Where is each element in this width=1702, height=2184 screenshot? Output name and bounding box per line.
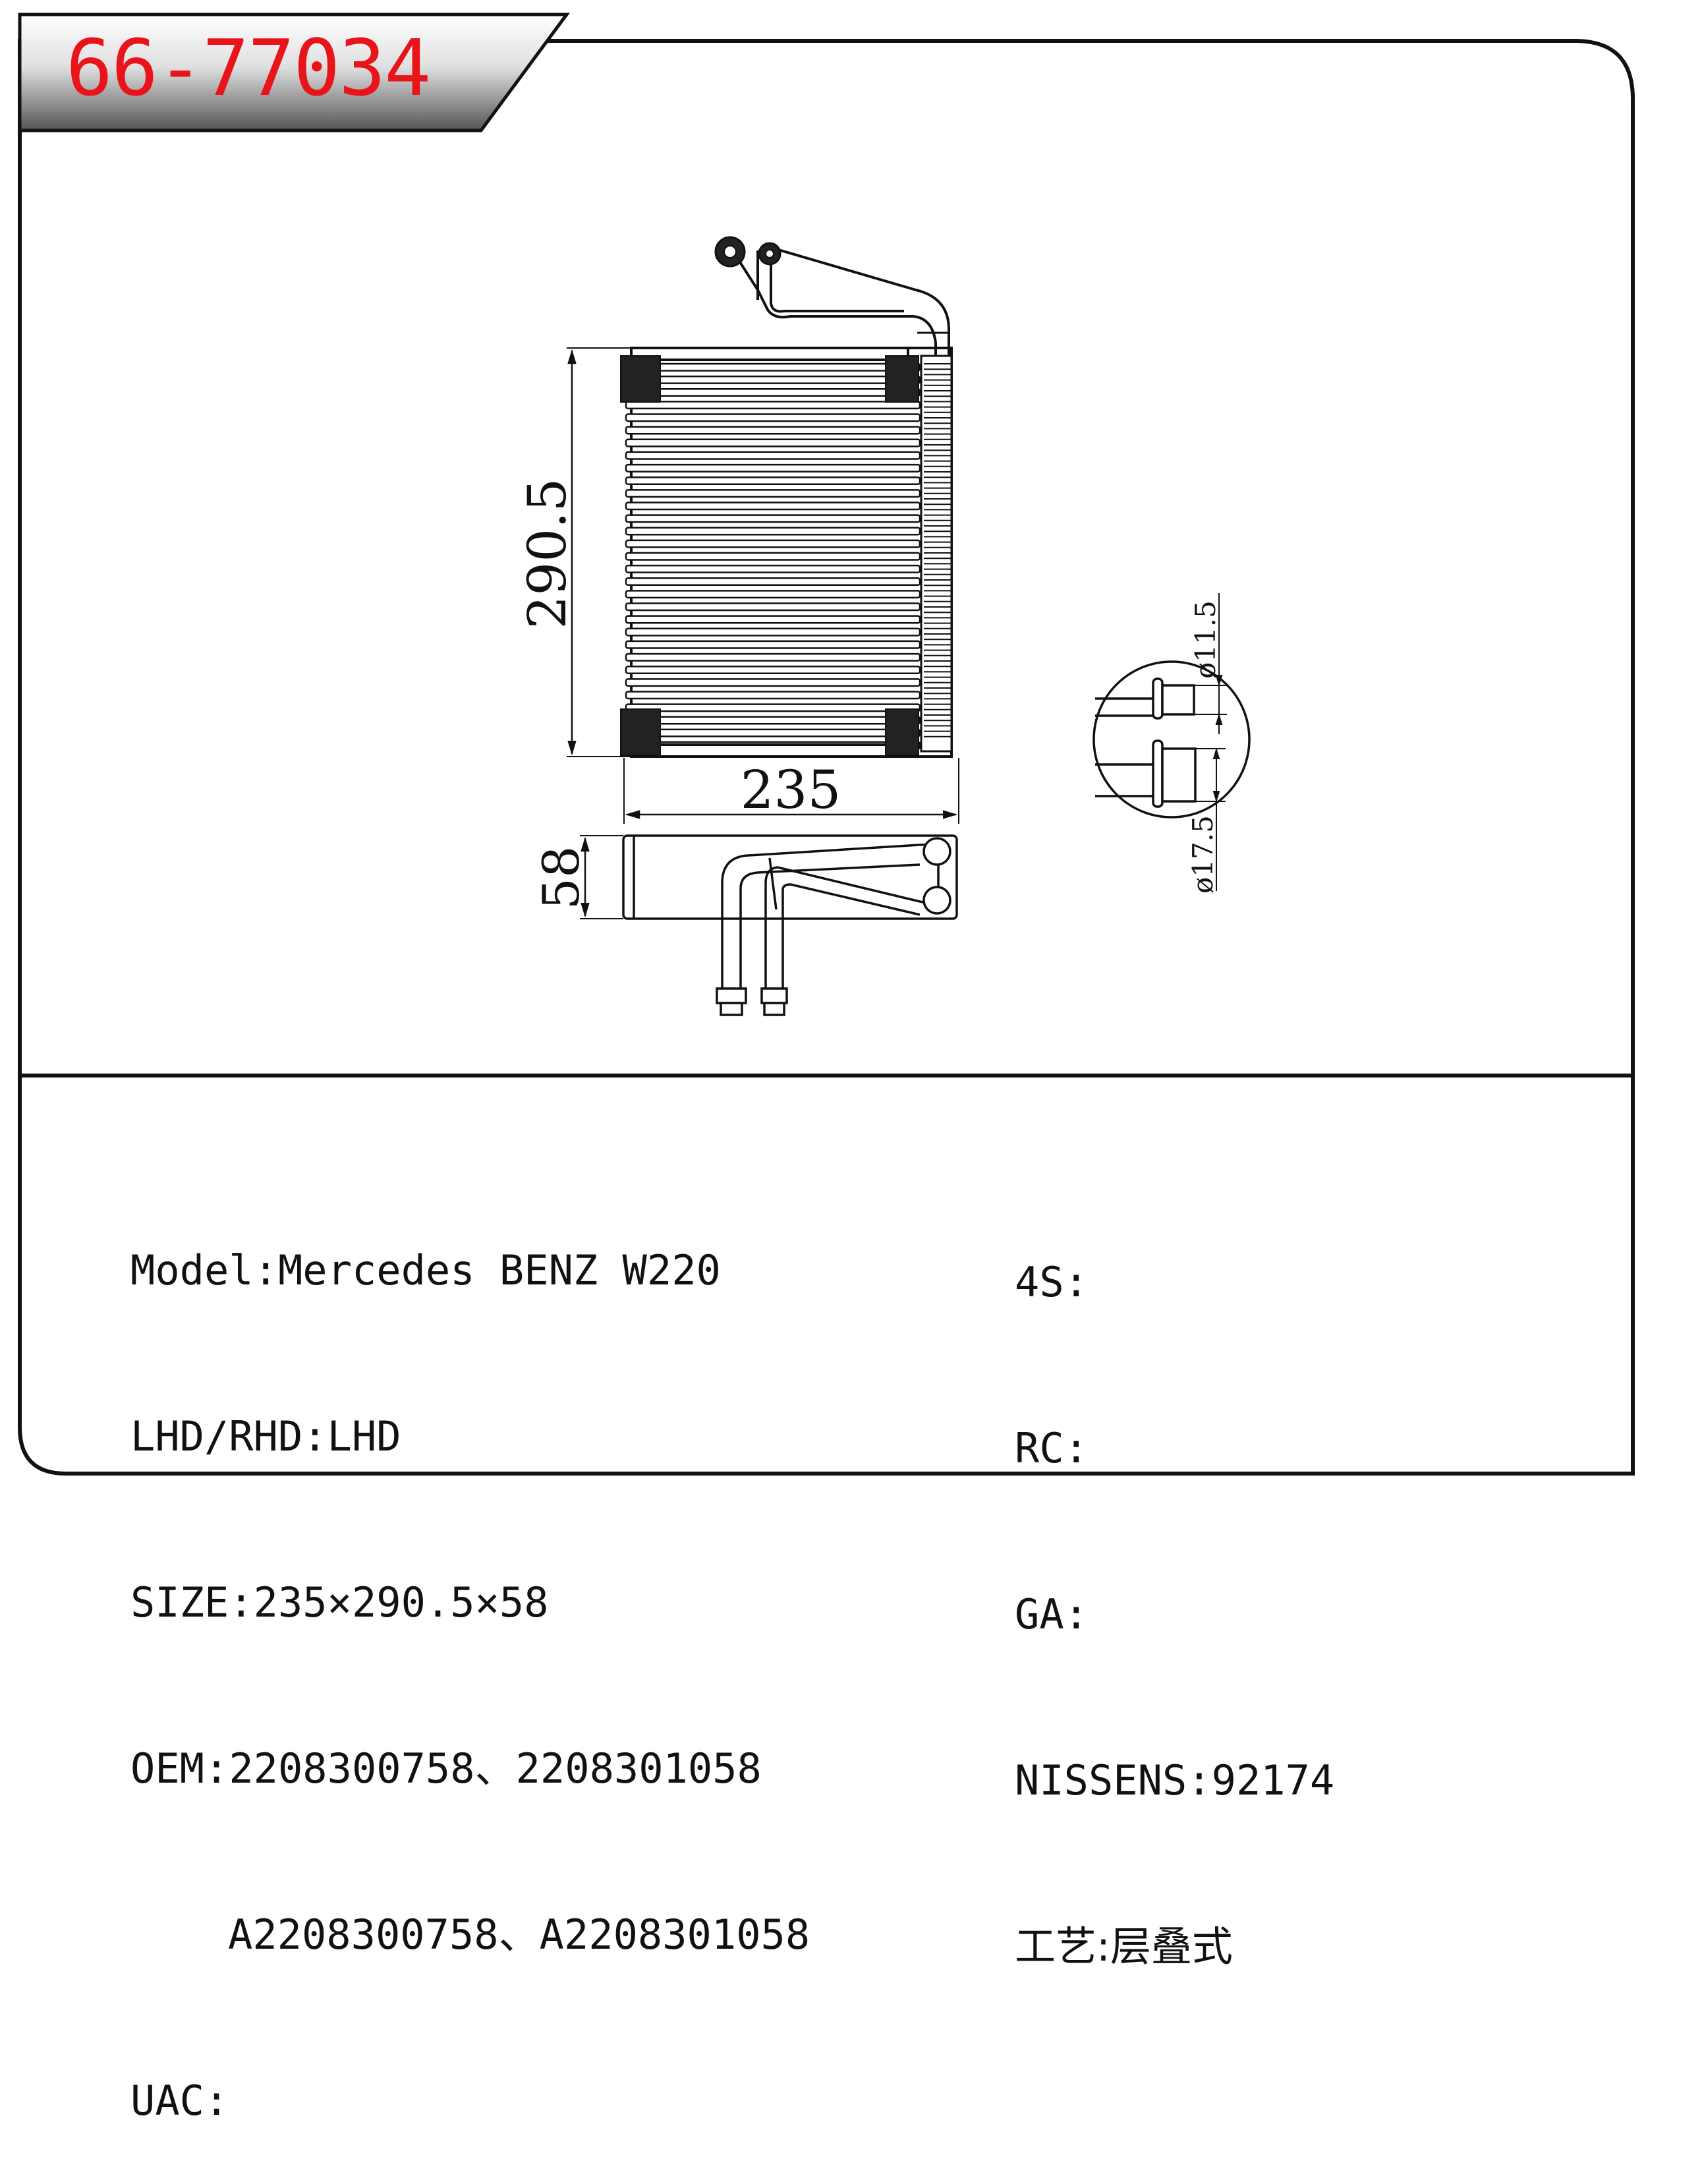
pipe-dimensions [1194, 593, 1227, 891]
core-tube [625, 489, 921, 498]
core-tube [625, 539, 921, 548]
core-tube [625, 716, 921, 725]
core-tube [625, 665, 921, 674]
core-tube [625, 463, 921, 473]
spec-oem-continued: A2208300758、A2208301058 [228, 1911, 810, 1959]
core-tube [625, 678, 921, 687]
width-label: 235 [741, 759, 841, 820]
core-tube [625, 426, 921, 435]
depth-label: 58 [532, 846, 590, 910]
core-tube [625, 451, 921, 460]
core-tube [625, 476, 921, 485]
core-tube [625, 502, 921, 511]
title-tab [18, 13, 570, 132]
core-tube [625, 413, 921, 422]
pipe-detail-view [1092, 660, 1251, 819]
evaporator-bottom-view [622, 834, 958, 1016]
spec-size: SIZE:235×290.5×58 [130, 1578, 549, 1626]
pipe-small-label: ø11.5 [1189, 600, 1222, 679]
width-dimension [623, 758, 959, 824]
core-tube [625, 514, 921, 523]
outer-frame [18, 39, 1635, 1476]
height-label: 290.5 [517, 478, 578, 629]
pipe-large-label: ø17.5 [1187, 815, 1219, 894]
core-tube [625, 362, 921, 372]
drawing-sheet: 290.5 235 58 [18, 13, 1635, 1476]
core-tube [625, 564, 921, 573]
spec-nissens: NISSENS:92174 [1015, 1756, 1335, 1804]
core-tube [625, 602, 921, 612]
core-tube [625, 388, 921, 397]
core-tube [625, 703, 921, 712]
spec-process: 工艺:层叠式 [1015, 1922, 1233, 1970]
part-number-title: 66-77034 [66, 22, 431, 113]
core-tube [625, 590, 921, 599]
spec-uac: UAC: [130, 2077, 229, 2125]
core-tube [625, 627, 921, 637]
spec-rc: RC: [1015, 1424, 1089, 1472]
core-tube [625, 728, 921, 737]
specs-left: Model:Mercedes BENZ W220 LHD/RHD:LHD SIZ… [130, 1132, 810, 2184]
depth-dimension [580, 835, 623, 919]
core-tube [625, 527, 921, 536]
core-tube [625, 401, 921, 410]
height-dimension [567, 347, 633, 757]
core-tube [625, 438, 921, 447]
specs-right: 4S: RC: GA: NISSENS:92174 工艺:层叠式 [1015, 1144, 1334, 2030]
spec-ga: GA: [1015, 1590, 1089, 1638]
core-tube [625, 552, 921, 561]
spec-oem: OEM:2208300758、2208301058 [130, 1744, 762, 1793]
spec-4s: 4S: [1015, 1258, 1089, 1306]
core-tube [625, 615, 921, 624]
core-tube [625, 375, 921, 384]
core-tube [625, 691, 921, 700]
spec-drive: LHD/RHD:LHD [130, 1412, 401, 1460]
core-tube [625, 577, 921, 587]
spec-model: Model:Mercedes BENZ W220 [130, 1246, 721, 1294]
core-tube [625, 640, 921, 649]
evaporator-front-view [620, 236, 953, 758]
core-tube [625, 652, 921, 662]
